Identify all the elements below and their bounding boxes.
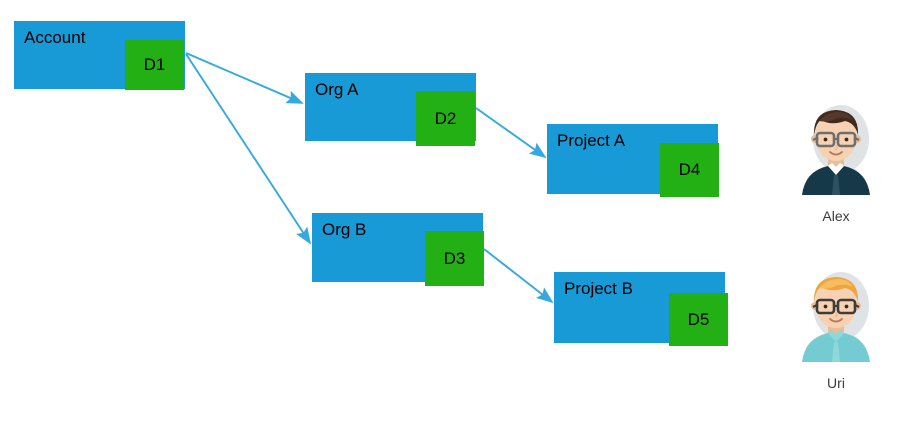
avatar-uri xyxy=(802,272,870,362)
node-badge-label-org-b: D3 xyxy=(443,248,466,268)
node-label-org-a: Org A xyxy=(315,80,359,99)
node-badge-org-a[interactable]: D2 xyxy=(416,91,475,146)
node-badge-label-account: D1 xyxy=(143,55,166,74)
node-label-account: Account xyxy=(24,28,86,47)
node-badge-account[interactable]: D1 xyxy=(125,40,184,90)
avatar-alex xyxy=(802,105,870,195)
node-org-b[interactable]: Org B D3 xyxy=(312,213,484,286)
connector-arrow-org-b-to-project-b xyxy=(483,248,554,304)
avatar-wrapper-alex xyxy=(795,95,877,195)
connector-arrow-account-to-org-a xyxy=(185,52,304,104)
node-project-b[interactable]: Project B D5 xyxy=(554,272,728,346)
connector-arrow-org-a-to-project-a xyxy=(475,107,547,159)
node-label-project-a: Project A xyxy=(557,131,626,150)
node-org-a[interactable]: Org A D2 xyxy=(305,73,476,146)
node-label-project-b: Project B xyxy=(564,279,633,298)
connector-arrow-account-to-org-b xyxy=(185,53,312,245)
node-project-a[interactable]: Project A D4 xyxy=(547,124,719,197)
avatar-wrapper-uri xyxy=(795,262,877,362)
node-badge-project-b[interactable]: D5 xyxy=(669,293,728,346)
node-label-org-b: Org B xyxy=(322,220,367,239)
person-uri: Uri xyxy=(795,262,877,391)
node-badge-label-org-a: D2 xyxy=(434,108,457,128)
person-alex: Alex xyxy=(795,95,877,224)
person-name-uri: Uri xyxy=(827,375,845,391)
node-badge-label-project-b: D5 xyxy=(687,309,710,329)
node-badge-org-b[interactable]: D3 xyxy=(425,231,484,286)
node-badge-label-project-a: D4 xyxy=(678,160,701,179)
person-name-alex: Alex xyxy=(822,208,850,224)
node-badge-project-a[interactable]: D4 xyxy=(660,143,719,197)
